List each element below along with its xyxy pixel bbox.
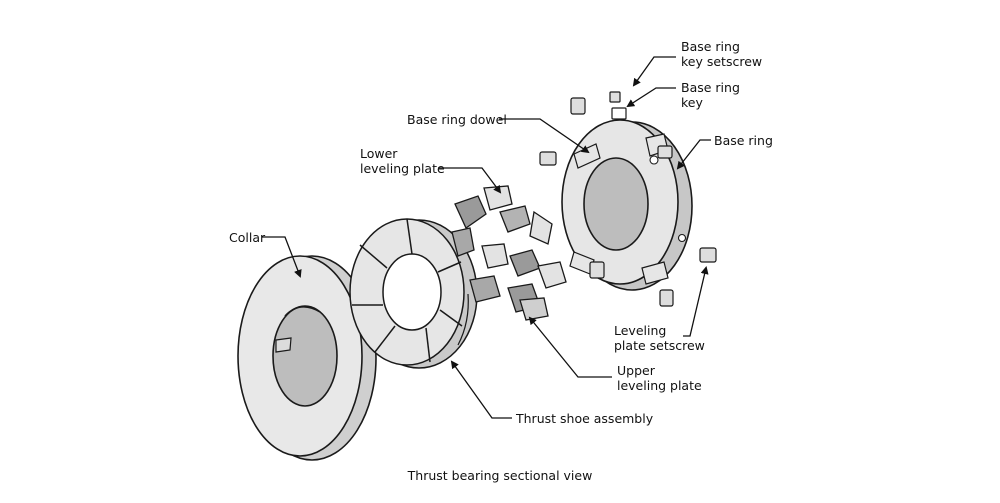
- figure-caption: Thrust bearing sectional view: [407, 468, 593, 483]
- label-base-ring: Base ring: [714, 133, 773, 148]
- collar-part: [237, 255, 377, 461]
- label-thrust-shoe-assembly: Thrust shoe assembly: [516, 411, 654, 426]
- label-base-ring-key-setscrew: Base ring key setscrew: [681, 39, 763, 69]
- label-collar: Collar: [229, 230, 266, 245]
- thrust-shoe-assembly-part: [349, 218, 478, 369]
- label-lower-leveling-plate: Lower leveling plate: [360, 146, 445, 176]
- leader-lines: [262, 56, 711, 419]
- setscrews-part: [539, 91, 717, 307]
- label-base-ring-key: Base ring key: [681, 80, 740, 110]
- label-base-ring-dowel: Base ring dowel: [407, 112, 507, 127]
- label-upper-leveling-plate: Upper leveling plate: [617, 363, 702, 393]
- label-leveling-plate-setscrew: Leveling plate setscrew: [614, 323, 705, 353]
- base-ring-part: [561, 119, 693, 291]
- leveling-plates-part: [451, 185, 567, 321]
